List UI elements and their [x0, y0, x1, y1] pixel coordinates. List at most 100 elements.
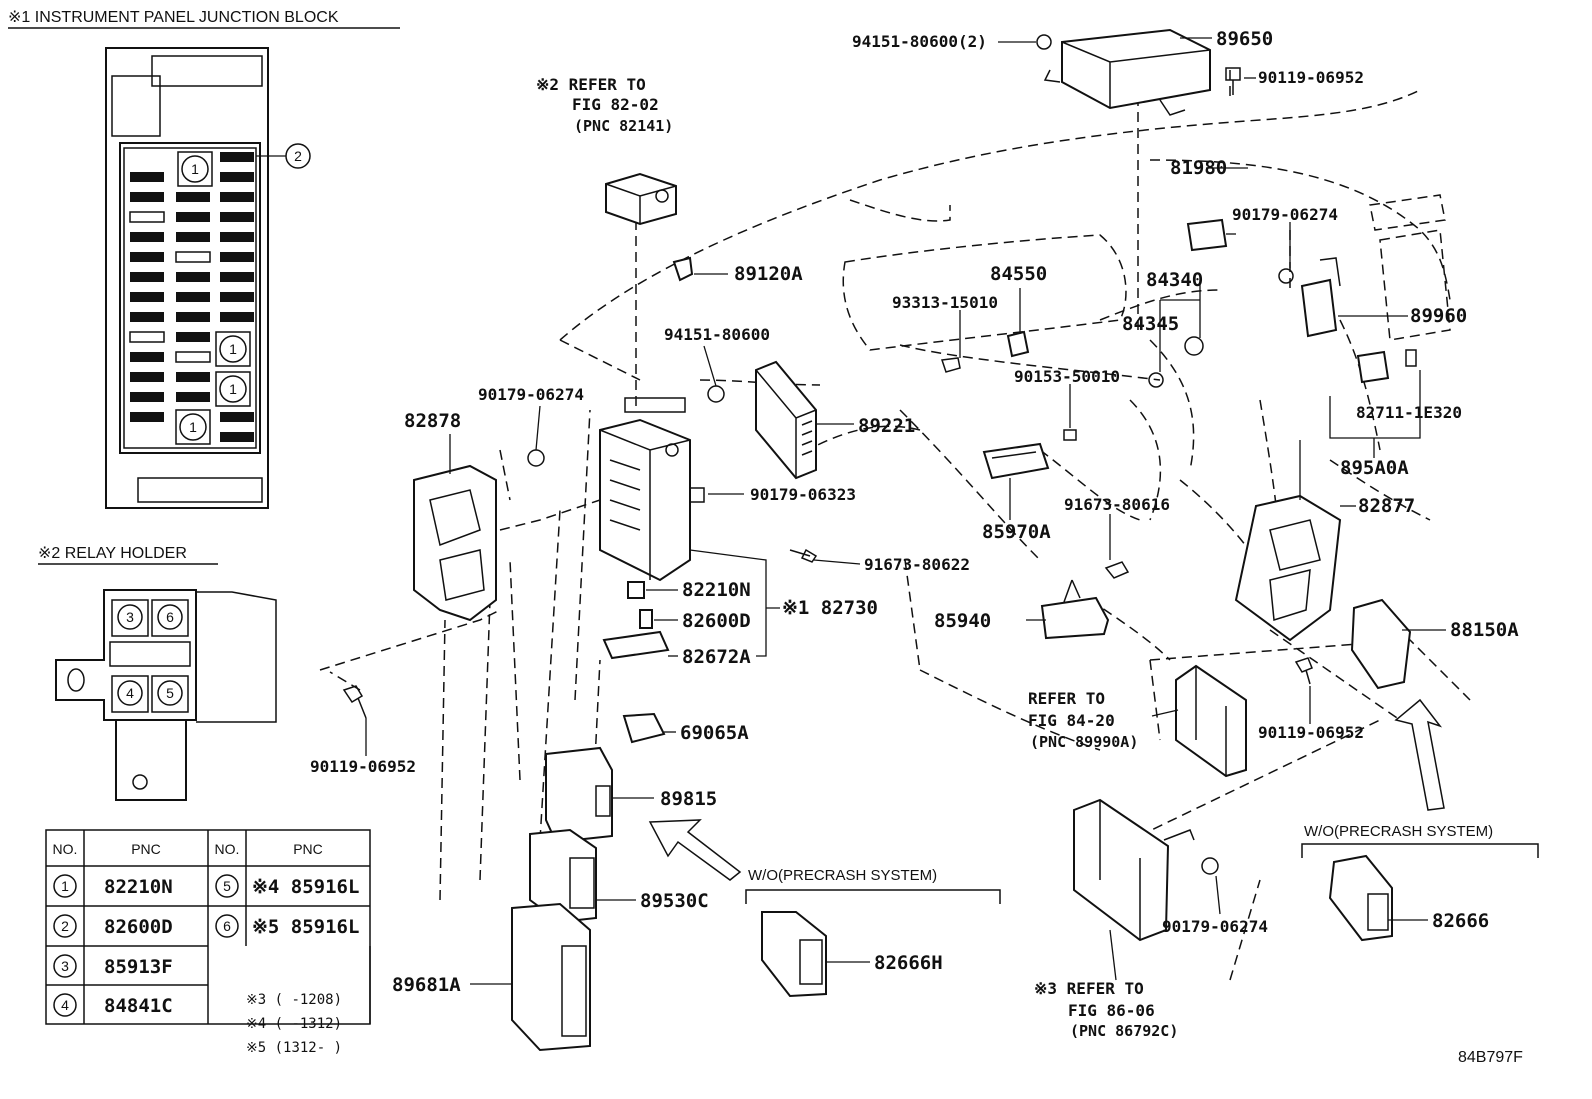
- bolt-91673-80622-icon: [789, 548, 818, 563]
- instrument-panel-outline: [559, 89, 1471, 751]
- screw-93313-icon: [940, 357, 961, 373]
- label-85970a: 85970A: [982, 521, 1051, 543]
- table-header-no-2: NO.: [215, 841, 240, 857]
- table-header-pnc-2: PNC: [293, 841, 323, 857]
- note-5: ※5 (1312- ): [246, 1040, 342, 1056]
- assembly-lines: [319, 70, 1401, 981]
- fuse-82600d-icon: [639, 609, 653, 629]
- callout-1c: 1: [229, 381, 237, 397]
- table-cell: ※5 85916L: [252, 916, 359, 938]
- label-90119-06952-left: 90119-06952: [310, 757, 416, 776]
- label-90119-06952-right: 90119-06952: [1258, 723, 1364, 742]
- table-header-no: NO.: [53, 841, 78, 857]
- switch-69065a-shape: [622, 712, 666, 744]
- bracket-84550-icon: [1006, 330, 1030, 358]
- label-90179-06274-right: 90179-06274: [1232, 205, 1338, 224]
- label-82666: 82666: [1432, 910, 1489, 932]
- module-89530c-shape: [529, 828, 597, 924]
- label-94151-80600-2: 94151-80600(2): [852, 32, 987, 51]
- part-82666-shape: [1328, 854, 1393, 942]
- nut-90179-right-icon: [1278, 268, 1294, 284]
- ref-8606-line2: FIG 86-06: [1068, 1001, 1155, 1020]
- table-cell: 5: [223, 878, 231, 894]
- ref-8202-line1: ※2 REFER TO: [536, 75, 646, 94]
- label-82672a: 82672A: [682, 646, 751, 668]
- table-cell: 82210N: [104, 876, 173, 898]
- bolt-91673-80616-icon: [1104, 561, 1130, 579]
- relay-holder-82141-shape: [605, 172, 677, 226]
- ref-8606-line3: (PNC 86792C): [1070, 1022, 1178, 1040]
- nut-94151-icon: [1036, 34, 1052, 50]
- clip-90153-icon: [1063, 429, 1077, 441]
- note-3: ※3 ( -1208): [246, 992, 342, 1008]
- label-81980: 81980: [1170, 157, 1227, 179]
- module-89815-shape: [545, 746, 613, 844]
- label-90119-06952-top: 90119-06952: [1258, 68, 1364, 87]
- relay-82210n-icon: [627, 581, 645, 599]
- table-header-pnc: PNC: [131, 841, 161, 857]
- ref-8202-line2: FIG 82-02: [572, 95, 659, 114]
- table-cell: 85913F: [104, 956, 173, 978]
- label-895a0a: 895A0A: [1340, 457, 1409, 479]
- table-cell: 6: [223, 918, 231, 934]
- bracket-82878-shape: [413, 464, 497, 622]
- label-89530c: 89530C: [640, 890, 709, 912]
- part-81980-shape: [1186, 218, 1228, 252]
- label-89650: 89650: [1216, 28, 1273, 50]
- label-84345: 84345: [1122, 313, 1179, 335]
- fuse-82711-icon: [1405, 349, 1417, 367]
- ref-8420-line2: FIG 84-20: [1028, 711, 1115, 730]
- cover-82672a-shape: [602, 630, 670, 660]
- ref-8202-line3: (PNC 82141): [574, 117, 673, 135]
- module-89681a-shape: [511, 902, 591, 1052]
- label-82600d: 82600D: [682, 610, 751, 632]
- nut-90179-left-icon: [527, 449, 545, 467]
- variant-label-right: W/O(PRECRASH SYSTEM): [1304, 823, 1493, 840]
- label-82711-1e320: 82711-1E320: [1356, 403, 1462, 422]
- label-90153-50010: 90153-50010: [1014, 367, 1120, 386]
- junction-block-drawing: [105, 47, 311, 509]
- ref-8420-line3: (PNC 89990A): [1030, 733, 1138, 751]
- bolt-90119-left-icon: [342, 685, 367, 719]
- label-89681a: 89681A: [392, 974, 461, 996]
- part-895a0a-shape: [1356, 350, 1390, 384]
- relay-holder-title: ※2 RELAY HOLDER: [38, 545, 187, 562]
- bracket-82877-shape: [1234, 494, 1342, 642]
- ref-8606-line1: ※3 REFER TO: [1034, 979, 1144, 998]
- table-cell: ※4 85916L: [252, 876, 359, 898]
- leader-lines: [365, 37, 1446, 985]
- label-82877: 82877: [1358, 495, 1415, 517]
- table-cell: 4: [61, 997, 69, 1013]
- junction-block-82730-shape: [599, 397, 691, 582]
- bolt-90119-right-icon: [1294, 657, 1313, 685]
- part-82666h-shape: [761, 911, 827, 998]
- nut-94151-80600-icon: [707, 385, 725, 403]
- table-cell: 82600D: [104, 916, 173, 938]
- label-82210n: 82210N: [682, 579, 751, 601]
- junction-block-title: ※1 INSTRUMENT PANEL JUNCTION BLOCK: [8, 9, 339, 26]
- callout-1d: 1: [189, 419, 197, 435]
- module-89960-shape: [1300, 257, 1341, 338]
- label-85940: 85940: [934, 610, 991, 632]
- part-89650-shape: [1043, 28, 1211, 116]
- label-89221: 89221: [858, 415, 915, 437]
- figure-code: 84B797F: [1458, 1049, 1523, 1066]
- label-84550: 84550: [990, 263, 1047, 285]
- arrow-left-icon: [648, 819, 742, 881]
- callout-relay-3: 3: [126, 609, 134, 625]
- label-93313-15010: 93313-15010: [892, 293, 998, 312]
- module-86792c-shape: [1073, 798, 1195, 942]
- switch-84340-icon: [1184, 336, 1204, 356]
- clip-90179-06323-icon: [689, 487, 705, 503]
- arrow-right-icon: [1394, 698, 1445, 811]
- part-85970a-shape: [982, 442, 1050, 480]
- callout-relay-6: 6: [166, 609, 174, 625]
- pnc-table: [45, 829, 371, 1025]
- callout-relay-5: 5: [166, 685, 174, 701]
- part-85940-shape: [1040, 579, 1110, 640]
- callout-2: 2: [294, 148, 302, 164]
- label-91673-80616: 91673-80616: [1064, 495, 1170, 514]
- label-89120a: 89120A: [734, 263, 803, 285]
- label-69065a: 69065A: [680, 722, 749, 744]
- table-cell: 3: [61, 958, 69, 974]
